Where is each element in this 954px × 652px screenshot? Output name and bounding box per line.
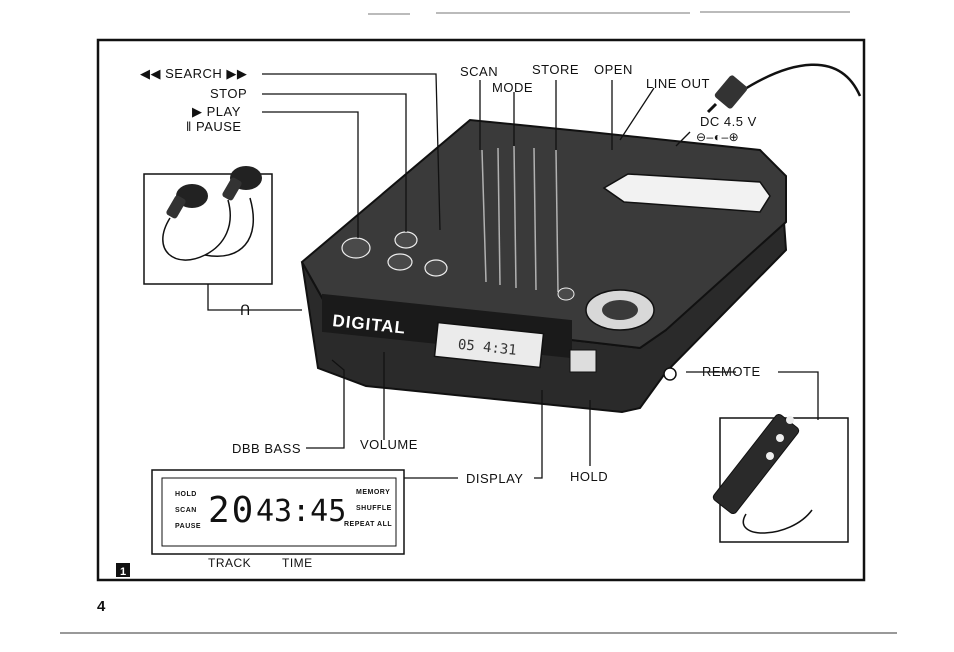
search-fwd-button[interactable] <box>424 259 448 277</box>
lcd-indicator-shuffle: SHUFFLE <box>356 505 392 512</box>
cd-logo <box>569 349 597 373</box>
headphones <box>143 166 273 285</box>
player-buttons <box>341 231 655 331</box>
figure-frame <box>96 38 866 582</box>
dc-polarity-label: ⊖–◐–⊕ <box>696 130 740 144</box>
stop-button[interactable] <box>394 231 418 249</box>
dbb-bass-label: DBB BASS <box>232 441 302 456</box>
lcd-track-digits: 20 <box>208 490 256 531</box>
remote-control <box>712 413 849 543</box>
page-number: 4 <box>97 598 106 615</box>
mode-label: MODE <box>492 80 533 95</box>
volume-label: VOLUME <box>360 437 418 452</box>
pause-label: ‖ PAUSE <box>186 119 242 134</box>
dc-plug <box>706 63 862 114</box>
lcd-inner <box>161 477 397 547</box>
lcd-panel <box>151 469 405 555</box>
device-display <box>433 321 545 369</box>
line-out-label: LINE OUT <box>646 76 710 91</box>
scan-label: SCAN <box>460 64 499 79</box>
leader-lines <box>207 73 819 479</box>
figure-number-box <box>116 563 130 577</box>
lcd-indicator-memory: MEMORY <box>356 489 391 496</box>
top-scan-marks <box>368 11 850 15</box>
store-button[interactable] <box>557 287 575 301</box>
time-label: TIME <box>282 556 313 570</box>
lcd-indicator-pause: PAUSE <box>175 523 202 530</box>
search-back-button[interactable] <box>387 253 413 271</box>
remote-label: REMOTE <box>702 364 761 379</box>
lcd-indicator-hold: HOLD <box>175 491 197 498</box>
play-label: ▶ PLAY <box>192 104 241 119</box>
lid-window <box>602 173 771 213</box>
figure-number: 1 <box>120 566 126 578</box>
cd-player: DIGITAL 05 4:31 <box>300 118 788 414</box>
hold-label: HOLD <box>570 469 609 484</box>
remote-jack <box>663 367 677 381</box>
lcd-indicator-scan: SCAN <box>175 507 197 514</box>
lid-streaks <box>481 145 559 293</box>
search-label: ◀◀ SEARCH ▶▶ <box>140 66 248 81</box>
display-label: DISPLAY <box>466 471 524 486</box>
dc-in-label: DC 4.5 V <box>700 114 757 129</box>
open-button[interactable] <box>602 300 638 320</box>
open-label: OPEN <box>594 62 633 77</box>
lcd-time-digits: 43:45 <box>256 494 347 529</box>
store-label: STORE <box>532 62 580 77</box>
stop-label: STOP <box>210 86 248 101</box>
play-button[interactable] <box>341 237 371 259</box>
headphones-icon: ᑎ <box>240 303 250 319</box>
lcd-indicator-repeat-all: REPEAT ALL <box>344 521 393 528</box>
device-display-readout: 05 4:31 <box>457 337 517 359</box>
track-label: TRACK <box>208 556 252 570</box>
